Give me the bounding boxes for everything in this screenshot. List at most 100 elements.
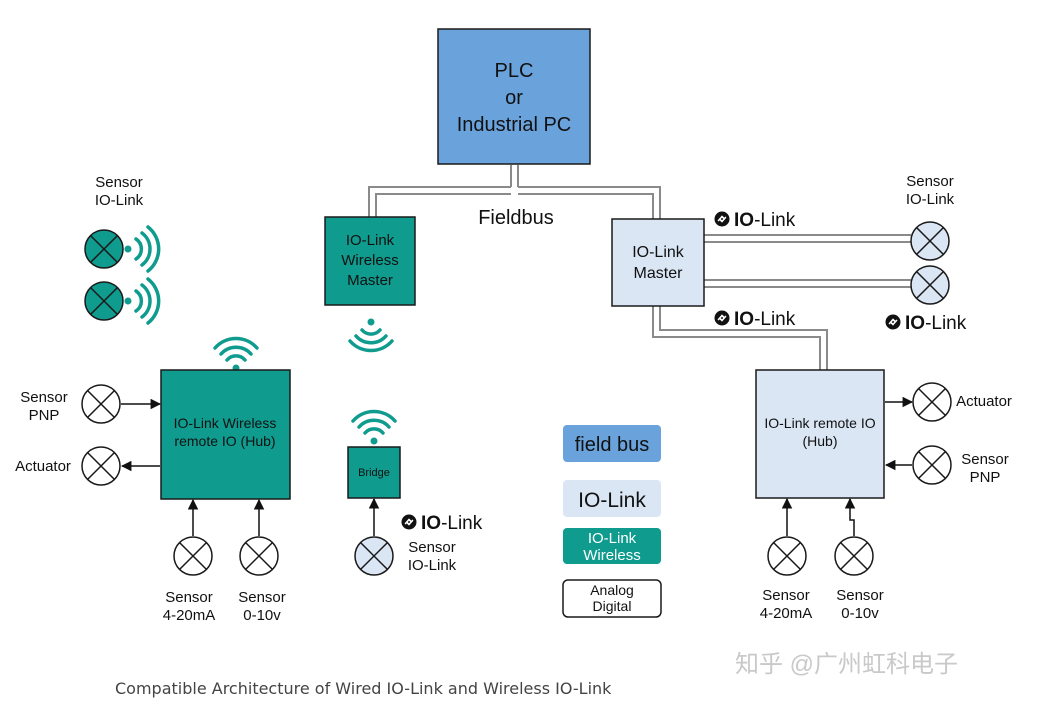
svg-text:Sensor: Sensor: [762, 587, 810, 604]
legend-field-bus: field bus: [563, 425, 661, 462]
svg-text:IO-Link: IO-Link: [734, 210, 796, 231]
plc-label-3: Industrial PC: [457, 114, 572, 136]
sensor-io-link-right-label: Sensor IO-Link: [906, 173, 955, 208]
io-link-logo-bold: IO: [905, 313, 925, 334]
figure-caption: Compatible Architecture of Wired IO-Link…: [115, 679, 612, 698]
svg-text:IO-Link: IO-Link: [578, 489, 646, 512]
svg-text:Sensor: Sensor: [95, 174, 143, 191]
io-link-logo-bold: IO: [734, 309, 754, 330]
io-link-master-label-1: IO-Link: [632, 244, 685, 261]
svg-text:4-20mA: 4-20mA: [163, 607, 216, 624]
left-sensor-ma-label: Sensor 4-20mA: [163, 589, 216, 624]
io-link-logo-icon: [713, 309, 731, 327]
fieldbus-lines: [368, 165, 911, 370]
io-link-logo-icon: [713, 210, 731, 228]
io-link-logo-middle: IO-Link: [713, 309, 796, 330]
io-link-master-label-2: Master: [634, 265, 684, 282]
wireless-signal-icon: [213, 336, 259, 372]
svg-text:Sensor: Sensor: [408, 539, 456, 556]
sensor-cross-icon: [239, 536, 279, 576]
bridge-sensor-label: Sensor IO-Link: [408, 539, 457, 574]
sensor-cross-icon: [81, 446, 121, 486]
svg-text:IO-Link: IO-Link: [734, 309, 796, 330]
io-link-logo-rest: -Link: [925, 313, 967, 334]
svg-text:PNP: PNP: [29, 407, 60, 424]
wireless-signal-icon: [124, 225, 161, 273]
wireless-signal-icon: [348, 318, 394, 353]
sensor-cross-icon: [910, 221, 950, 261]
right-sensor-ma-label: Sensor 4-20mA: [760, 587, 813, 622]
sensor-cross-icon: [910, 265, 950, 305]
io-link-logo-right: IO-Link: [884, 313, 967, 334]
bridge-box: Bridge: [347, 446, 401, 499]
io-link-logo-bold: IO: [421, 513, 441, 534]
sensor-cross-icon: [173, 536, 213, 576]
svg-text:PNP: PNP: [970, 469, 1001, 486]
bridge-label: Bridge: [358, 467, 390, 479]
wireless-hub-box: IO-Link Wireless remote IO (Hub): [160, 369, 291, 500]
sensor-cross-icon: [84, 281, 124, 321]
plc-label-2: or: [505, 87, 523, 109]
wireless-master-label-3: Master: [347, 272, 393, 289]
sensor-cross-icon: [834, 536, 874, 576]
svg-text:Sensor: Sensor: [961, 451, 1009, 468]
wireless-signal-icon: [351, 409, 397, 445]
io-link-logo-top: IO-Link: [713, 210, 796, 231]
legend-wireless: IO-Link Wireless: [563, 528, 661, 564]
io-link-logo-bridge: IO-Link: [400, 513, 483, 534]
legend: field bus IO-Link IO-Link Wireless Analo…: [562, 425, 662, 618]
svg-text:IO-Link: IO-Link: [408, 557, 457, 574]
sensor-cross-icon: [912, 445, 952, 485]
right-sensor-v-label: Sensor 0-10v: [836, 587, 884, 622]
left-sensor-v-label: Sensor 0-10v: [238, 589, 286, 624]
wireless-master-label-1: IO-Link: [346, 232, 395, 249]
svg-text:0-10v: 0-10v: [841, 605, 879, 622]
io-link-logo-rest: -Link: [441, 513, 483, 534]
io-link-logo-bold: IO: [734, 210, 754, 231]
fieldbus-label: Fieldbus: [478, 207, 554, 229]
wireless-signal-icon: [124, 277, 161, 325]
svg-text:Wireless: Wireless: [583, 547, 641, 564]
io-link-logo-icon: [884, 313, 902, 331]
svg-text:Analog: Analog: [590, 582, 634, 598]
svg-text:IO-Link: IO-Link: [421, 513, 483, 534]
io-link-logo-icon: [400, 513, 418, 531]
svg-text:IO-Link: IO-Link: [95, 192, 144, 209]
remote-hub-box: IO-Link remote IO (Hub): [755, 369, 885, 499]
right-sensor-pnp-label: Sensor PNP: [961, 451, 1009, 486]
watermark: 知乎 @广州虹科电子: [735, 651, 958, 678]
svg-text:0-10v: 0-10v: [243, 607, 281, 624]
svg-text:IO-Link: IO-Link: [588, 530, 637, 547]
sensor-io-link-left-label: Sensor IO-Link: [95, 174, 144, 209]
svg-text:Sensor: Sensor: [238, 589, 286, 606]
sensor-cross-icon: [912, 382, 952, 422]
wireless-master-label-2: Wireless: [341, 252, 399, 269]
right-actuator-label: Actuator: [956, 393, 1012, 410]
plc-box: PLC or Industrial PC: [437, 28, 591, 165]
left-sensor-pnp-label: Sensor PNP: [20, 389, 68, 424]
legend-analog-digital: Analog Digital: [562, 579, 662, 618]
left-actuator-label: Actuator: [15, 458, 71, 475]
svg-text:Digital: Digital: [593, 598, 632, 614]
wireless-hub-label-2: remote IO (Hub): [174, 433, 275, 449]
svg-text:4-20mA: 4-20mA: [760, 605, 813, 622]
remote-hub-label-1: IO-Link remote IO: [764, 415, 875, 431]
io-link-logo-rest: -Link: [754, 210, 796, 231]
arrow-icon: [844, 497, 856, 536]
wireless-hub-label-1: IO-Link Wireless: [174, 415, 277, 431]
io-link-master-box: IO-Link Master: [611, 218, 705, 307]
legend-io-link: IO-Link: [563, 480, 661, 517]
svg-text:Sensor: Sensor: [906, 173, 954, 190]
svg-text:Sensor: Sensor: [836, 587, 884, 604]
svg-text:field bus: field bus: [575, 434, 650, 456]
sensor-cross-icon: [767, 536, 807, 576]
svg-text:IO-Link: IO-Link: [905, 313, 967, 334]
svg-text:IO-Link: IO-Link: [906, 191, 955, 208]
sensor-cross-icon: [354, 536, 394, 576]
svg-text:Sensor: Sensor: [165, 589, 213, 606]
sensor-cross-icon: [84, 229, 124, 269]
remote-hub-label-2: (Hub): [802, 433, 837, 449]
svg-text:Sensor: Sensor: [20, 389, 68, 406]
